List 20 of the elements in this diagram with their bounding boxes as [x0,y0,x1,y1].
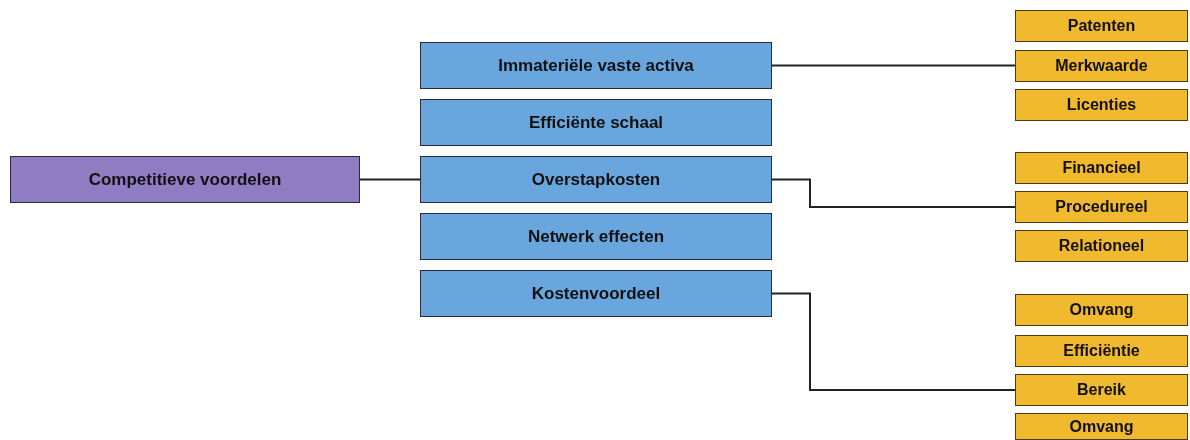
item-box: Bereik [1015,374,1188,406]
item-box: Omvang [1015,294,1188,326]
item-box: Patenten [1015,10,1188,42]
item-box: Omvang [1015,413,1188,440]
connector-line [771,292,1016,391]
connector-line [771,178,1016,208]
connector-line [359,178,421,181]
connector-line [771,64,1016,67]
item-box: Procedureel [1015,191,1188,223]
root-box: Competitieve voordelen [10,156,360,203]
category-box: Efficiënte schaal [420,99,772,146]
item-box: Financieel [1015,152,1188,184]
item-box: Relationeel [1015,230,1188,262]
item-box: Efficiëntie [1015,335,1188,367]
category-box: Netwerk effecten [420,213,772,260]
category-box: Overstapkosten [420,156,772,203]
item-box: Merkwaarde [1015,50,1188,82]
category-box: Kostenvoordeel [420,270,772,317]
item-box: Licenties [1015,89,1188,121]
category-box: Immateriële vaste activa [420,42,772,89]
